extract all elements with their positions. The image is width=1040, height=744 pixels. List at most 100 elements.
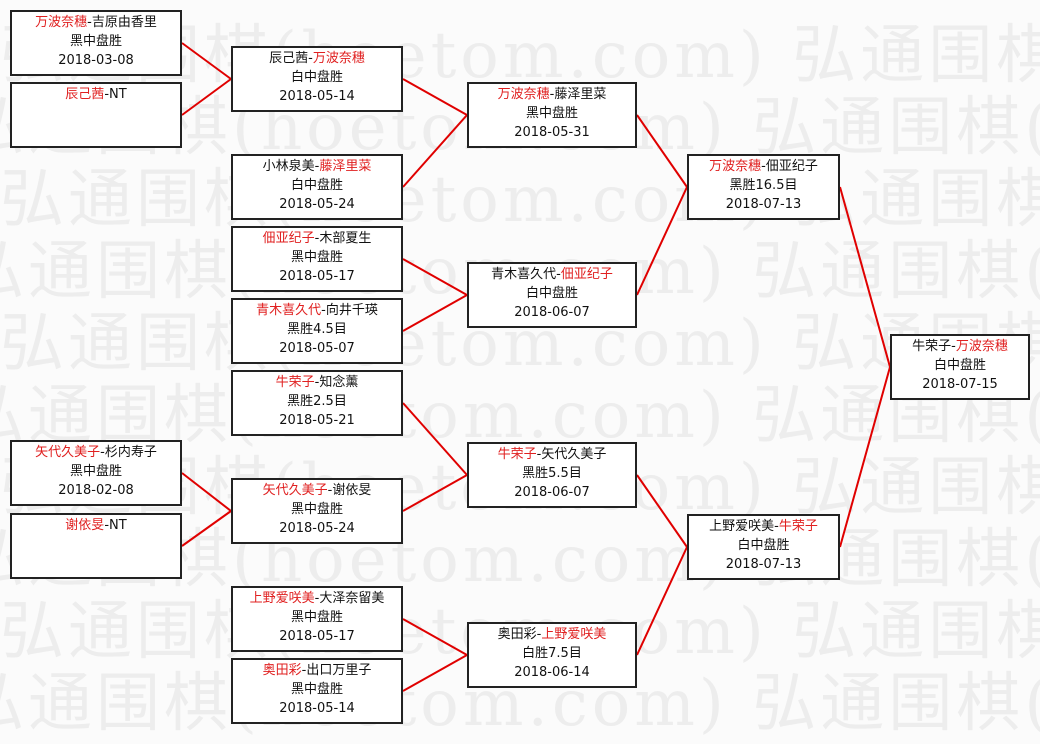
player-2: 上野爱咲美 [541,627,607,642]
bracket-connector [636,546,688,656]
player-1: 矢代久美子 [35,445,101,460]
player-2: 向井千瑛 [325,303,378,318]
player-2: 佃亚纪子 [560,267,613,282]
match-players: 万波奈穗-吉原由香里 [12,13,180,32]
match-players: 小林泉美-藤泽里菜 [233,157,401,176]
match-box[interactable]: 青木喜久代-佃亚纪子白中盘胜 2018-06-07 [467,262,637,328]
match-players: 牛荣子-知念薰 [233,373,401,392]
separator: - [951,339,956,354]
bracket-connector [402,258,468,296]
match-players: 辰己茜-NT [12,85,180,104]
match-players: 辰己茜-万波奈穗 [233,49,401,68]
player-1: 矢代久美子 [262,483,328,498]
separator: - [556,267,561,282]
match-date: 2018-05-24 [279,521,355,536]
match-date: 2018-05-17 [279,269,355,284]
match-date: 2018-05-21 [279,413,355,428]
match-date: 2018-05-17 [279,629,355,644]
match-box[interactable]: 辰己茜-NT [10,82,182,148]
separator: - [308,51,313,66]
match-date: 2018-07-13 [725,557,802,572]
match-result: 黑中盘胜 [290,682,343,697]
player-2: 杉内寿子 [104,445,157,460]
match-box[interactable]: 小林泉美-藤泽里菜白中盘胜 2018-05-24 [231,154,403,220]
bracket-connector [839,186,891,368]
separator: - [314,231,320,246]
player-1: 小林泉美 [262,159,315,174]
player-2: 谢依旻 [332,483,372,498]
match-players: 矢代久美子-杉内寿子 [12,443,180,462]
match-result: 白中盘胜 [290,178,343,193]
player-2: 知念薰 [319,375,359,390]
match-date: 2018-05-14 [279,89,355,104]
player-1: 青木喜久代 [256,303,322,318]
match-result: 黑胜2.5目 [287,394,347,409]
match-players: 青木喜久代-佃亚纪子 [469,265,635,284]
match-box[interactable]: 奥田彩-出口万里子黑中盘胜 2018-05-14 [231,658,403,724]
player-1: 上野爱咲美 [709,519,775,534]
match-date: 2018-06-07 [514,485,590,500]
player-1: 青木喜久代 [491,267,557,282]
match-result: 白中盘胜 [290,70,343,85]
match-box[interactable]: 谢依旻-NT [10,513,182,579]
match-box[interactable]: 辰己茜-万波奈穗白中盘胜 2018-05-14 [231,46,403,112]
separator: - [536,447,542,462]
match-players: 上野爱咲美-大泽奈留美 [233,589,401,608]
match-date: 2018-05-14 [279,701,355,716]
bracket-connector [839,366,891,548]
match-players: 奥田彩-上野爱咲美 [469,625,635,644]
match-players: 牛荣子-万波奈穗 [892,337,1028,356]
separator: - [774,519,779,534]
separator: - [314,375,320,390]
player-1: 奥田彩 [262,663,302,678]
player-2: 藤泽里菜 [554,87,607,102]
match-players: 谢依旻-NT [12,516,180,535]
bracket-connector [636,114,688,188]
bracket-connector [402,618,468,656]
match-date: 2018-06-07 [514,305,590,320]
match-result: 黑胜5.5目 [522,466,582,481]
player-2: 牛荣子 [778,519,818,534]
match-players: 上野爱咲美-牛荣子 [689,517,838,536]
bracket-connector [402,474,468,512]
match-date: 2018-05-24 [279,197,355,212]
bracket-connector [636,186,688,296]
player-1: 谢依旻 [65,518,105,533]
bracket-connector [181,472,232,512]
match-box[interactable]: 牛荣子-知念薰黑胜2.5目 2018-05-21 [231,370,403,436]
player-2: NT [109,518,127,533]
player-2: 大泽奈留美 [319,591,385,606]
match-result: 白中盘胜 [525,286,578,301]
player-1: 万波奈穗 [497,87,550,102]
bracket-connector [181,78,232,116]
match-result: 黑中盘胜 [525,106,578,121]
bracket-connector [402,294,468,332]
separator: - [314,159,320,174]
player-2: 出口万里子 [306,663,372,678]
separator: - [321,303,326,318]
player-1: 牛荣子 [497,447,537,462]
match-result: 黑中盘胜 [69,464,122,479]
match-players: 万波奈穗-佃亚纪子 [689,157,838,176]
match-date: 2018-05-31 [514,125,590,140]
separator: - [104,87,110,102]
match-result: 黑中盘胜 [69,34,122,49]
match-result: 黑胜16.5目 [729,178,798,193]
separator: - [87,15,92,30]
bracket-connector [402,78,468,116]
separator: - [327,483,333,498]
match-date: 2018-05-07 [279,341,355,356]
match-players: 奥田彩-出口万里子 [233,661,401,680]
